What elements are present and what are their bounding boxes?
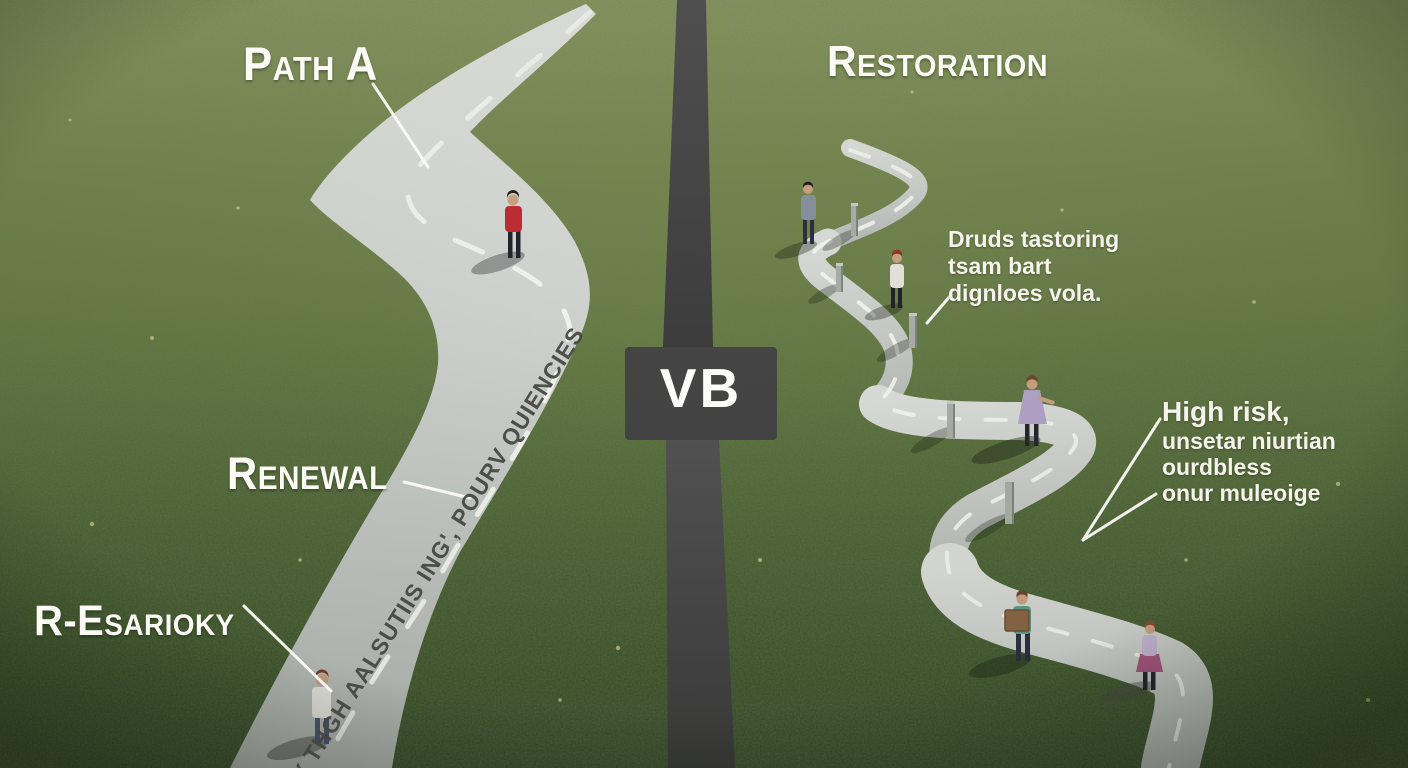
leader-lines [242,82,1162,693]
vb-junction-sign: VB [659,357,743,419]
druds-annotation-line: dignloes vola. [948,280,1102,306]
high-risk-annotation-line: onur muleoige [1162,480,1321,506]
druds-annotation: Druds tastoring tsam bart dignloes vola. [948,226,1119,307]
druds-annotation-line: tsam bart [948,253,1052,279]
renewal-label: Renewal [227,448,388,499]
leader-line-resarioky [242,604,333,693]
high-risk-annotation-line: unsetar niurtian [1162,428,1336,454]
leader-line-high-risk-2 [1081,492,1158,542]
druds-annotation-line: Druds tastoring [948,226,1120,252]
leader-line-path-a [371,82,430,169]
leader-line-druds [925,293,953,325]
resarioky-label: R-Esarioky [34,597,235,645]
high-risk-annotation-line: High risk, [1162,396,1290,427]
restoration-label: Restoration [827,37,1049,86]
high-risk-annotation: High risk, unsetar niurtian ourdbless on… [1162,396,1336,506]
leader-line-high-risk-1 [1081,417,1162,542]
path-a-label: Path A [243,37,378,90]
high-risk-annotation-line: ourdbless [1162,454,1272,480]
leader-line-renewal [402,480,472,500]
